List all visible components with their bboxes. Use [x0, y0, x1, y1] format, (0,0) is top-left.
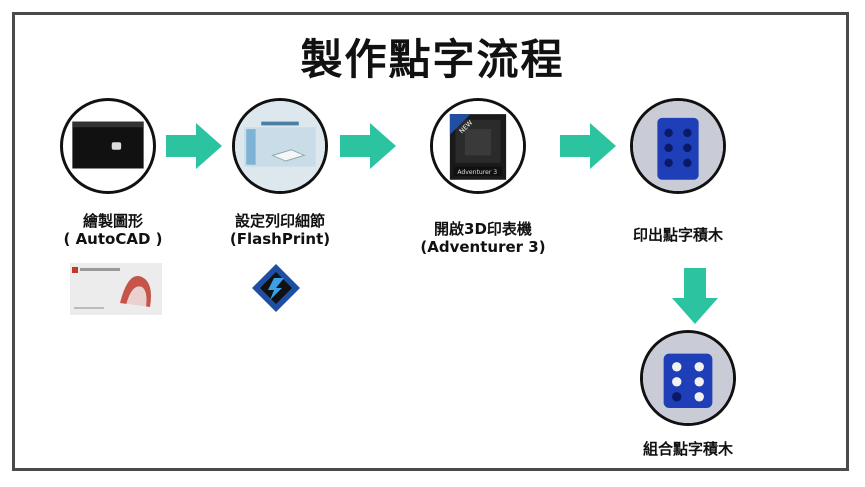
step4-label-line1: 印出點字積木	[632, 226, 723, 244]
step5-label: 組合點字積木	[630, 440, 746, 458]
step2-label-line2: (FlashPrint)	[229, 230, 331, 248]
step3-label: 開啟3D印表機 (Adventurer 3)	[418, 220, 548, 256]
step4-printed-blocks-circle	[630, 98, 726, 194]
step5-assembled-blocks-circle	[640, 330, 736, 426]
step4-label: 印出點字積木	[620, 226, 736, 244]
flow-arrow-1	[166, 123, 222, 169]
step1-label-line1: 繪製圖形	[82, 212, 143, 230]
flashprint-logo-icon	[250, 262, 302, 314]
flashprint-screen-icon	[235, 101, 325, 191]
step5-label-line1: 組合點字積木	[642, 440, 733, 458]
step1-label-line2: ( AutoCAD )	[63, 230, 163, 248]
step2-flashprint-circle	[232, 98, 328, 194]
flow-arrow-down	[672, 268, 718, 324]
flow-arrow-2	[340, 123, 396, 169]
autocad-splash-image	[70, 263, 162, 315]
autocad-screen-icon	[72, 121, 144, 169]
flow-arrow-3	[560, 123, 616, 169]
step3-label-line1: 開啟3D印表機	[434, 220, 532, 238]
step3-label-line2: (Adventurer 3)	[420, 238, 546, 256]
printer-icon: NEW Adventurer 3	[433, 101, 523, 191]
step2-label: 設定列印細節 (FlashPrint)	[220, 212, 340, 248]
step1-autocad-circle	[60, 98, 156, 194]
page-title: 製作點字流程	[300, 35, 565, 84]
printer-label-text: Adventurer 3	[457, 169, 497, 176]
step3-printer-circle: NEW Adventurer 3	[430, 98, 526, 194]
step2-label-line1: 設定列印細節	[234, 212, 325, 230]
braille-block-icon	[633, 101, 723, 191]
step1-label: 繪製圖形 ( AutoCAD )	[58, 212, 168, 248]
assembled-braille-block-icon	[643, 333, 733, 423]
